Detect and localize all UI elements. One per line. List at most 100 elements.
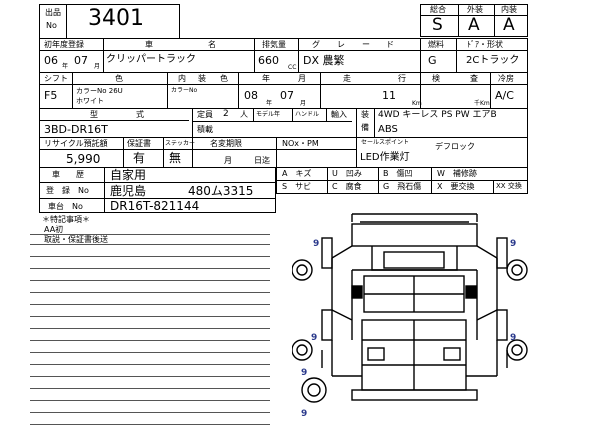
overall-grade-label: 総合	[430, 5, 446, 14]
ac-label: 冷房	[498, 74, 514, 83]
shift-value: F5	[44, 89, 58, 102]
model-code-label-1: 型	[90, 110, 98, 119]
inspection-month: 07	[280, 89, 294, 102]
interior-label-2: 装	[198, 74, 206, 83]
exterior-grade-label: 外装	[467, 5, 483, 14]
first-registration-label: 初年度登録	[44, 40, 84, 49]
sticker-value: 無	[169, 151, 182, 165]
import-label: 輸入	[331, 110, 347, 119]
history-value: 自家用	[110, 168, 147, 182]
month-unit: 月	[94, 63, 101, 70]
tire-mark-rear-left: 9	[311, 333, 318, 343]
vin-label: 車台 No	[48, 202, 83, 211]
door-body-label: ﾄﾞｱ・形状	[467, 40, 503, 49]
fuel-label: 燃料	[428, 40, 444, 49]
grade-label-1: グ	[312, 40, 320, 49]
model-code-value: 3BD-DR16T	[44, 123, 108, 136]
color-number: カラーNo 26U	[76, 87, 123, 95]
color-value: ホワイト	[76, 97, 104, 105]
legend-xx: XX 交換	[496, 182, 522, 190]
model-name: クリッパートラック	[106, 54, 196, 65]
lot-label-no: No	[46, 21, 57, 30]
registration-year: 06	[44, 54, 58, 67]
deadline-month: 月	[224, 156, 232, 165]
tire-mark-front-left: 9	[313, 239, 320, 249]
interior-label-3: 色	[220, 74, 228, 83]
mileage-label-2: 行	[398, 74, 406, 83]
tire-mark-rear-right: 9	[510, 333, 517, 343]
inspection-label-2: 査	[470, 74, 478, 83]
interior-color-number: カラーNo	[171, 87, 198, 94]
inspection-month-label: 月	[298, 74, 306, 83]
legend-b: B 傷凹	[383, 169, 413, 178]
notes-title: ＊特記事項＊	[42, 215, 90, 224]
sales-point-label: セールスポイント	[361, 139, 410, 146]
recycle-value: 5,990	[66, 152, 101, 166]
interior-grade-label: 内装	[501, 5, 517, 14]
mileage-value: 11	[382, 89, 396, 102]
interior-label-1: 内	[178, 74, 186, 83]
legend-c: C 腐食	[332, 182, 362, 191]
tire-mark-spare-bottom: 9	[301, 409, 308, 419]
note-line-2: 取説・保証書後送	[44, 235, 108, 244]
grade-value: DX 農繁	[303, 54, 345, 67]
displacement-unit: CC	[288, 64, 297, 71]
grade-label-4: ド	[386, 40, 394, 49]
exterior-grade: A	[468, 15, 480, 35]
legend-g: G 飛石傷	[383, 182, 422, 191]
model-code-label-2: 式	[136, 110, 144, 119]
legend-w: W 補修跡	[437, 169, 477, 178]
inspection-month-unit: 月	[300, 100, 307, 107]
load-capacity-label: 積載	[197, 125, 213, 134]
shift-label: シフト	[44, 74, 68, 83]
registration-number: 480ム3315	[188, 184, 254, 198]
mileage-unit-thousand: 千Km	[474, 100, 490, 107]
vin-value: DR16T-821144	[110, 199, 200, 213]
body-value: 2Cトラック	[466, 55, 520, 66]
steering-label: ハンドル	[295, 111, 320, 118]
displacement-label: 排気量	[262, 40, 286, 49]
year-unit: 年	[62, 63, 69, 70]
displacement-value: 660	[258, 54, 279, 67]
nox-pm-label: NOx・PM	[282, 139, 319, 148]
note-line-1: AA初	[44, 225, 64, 234]
legend-s: S サビ	[282, 182, 312, 191]
recycle-label: リサイクル預託額	[44, 139, 108, 148]
equipment-line-2: ABS	[378, 124, 398, 135]
warranty-label: 保証書	[127, 139, 151, 148]
name-change-deadline-label: 名変期限	[210, 139, 242, 148]
equipment-line-1: 4WD キーレス PS PW エアB	[378, 110, 497, 120]
inspection-label-1: 検	[432, 74, 440, 83]
capacity-label: 定員	[197, 110, 213, 119]
legend-x: X 要交換	[437, 182, 475, 191]
inspection-year-unit: 年	[266, 100, 273, 107]
car-name-label-2: 名	[208, 40, 216, 49]
legend-a: A キズ	[282, 169, 312, 178]
equipment-label-2: 備	[361, 123, 369, 132]
lot-number: 3401	[88, 6, 144, 31]
inspection-year-label: 年	[262, 74, 270, 83]
overall-grade: S	[432, 15, 443, 35]
tire-mark-spare-top: 9	[301, 368, 308, 378]
ac-value: A/C	[495, 89, 514, 102]
grade-box	[420, 4, 528, 37]
sales-point-2: LED作業灯	[360, 152, 410, 163]
registration-value: 鹿児島	[110, 184, 147, 198]
capacity-unit: 人	[240, 110, 248, 119]
deadline-date: 日迄	[254, 156, 270, 165]
mileage-label-1: 走	[343, 74, 351, 83]
legend-u: U 凹み	[332, 169, 362, 178]
registration-label: 登 録 No	[46, 186, 89, 195]
car-name-label-1: 車	[145, 40, 153, 49]
grade-label-2: レ	[337, 40, 345, 49]
warranty-value: 有	[133, 151, 146, 165]
fuel-value: G	[428, 54, 437, 67]
equipment-label-1: 装	[361, 110, 369, 119]
vehicle-damage-diagram	[292, 200, 532, 430]
color-label: 色	[115, 74, 123, 83]
lot-label: 出品	[45, 8, 61, 17]
capacity-value: 2	[223, 109, 229, 119]
model-year-label: モデル年	[256, 111, 281, 118]
history-box	[39, 167, 276, 213]
tire-mark-front-right: 9	[510, 239, 517, 249]
